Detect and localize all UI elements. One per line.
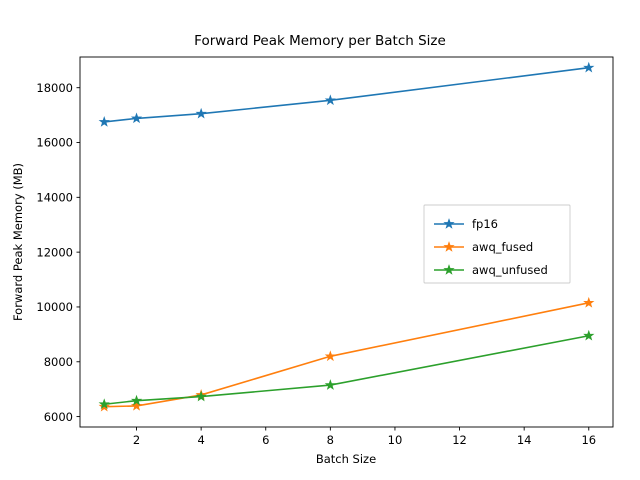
data-point-marker <box>98 398 110 410</box>
x-tick-label: 2 <box>133 433 140 447</box>
y-tick-label: 18000 <box>36 81 73 95</box>
series-awq_unfused <box>98 329 595 410</box>
x-axis-ticks: 2 4 6 8 10 12 14 16 <box>133 427 596 447</box>
axes-frame <box>79 56 614 428</box>
data-point-marker <box>324 350 336 362</box>
data-point-marker <box>324 94 336 106</box>
legend-label: awq_fused <box>472 240 533 254</box>
x-tick-label: 12 <box>452 433 467 447</box>
series-awq_fused <box>98 296 595 412</box>
data-point-marker <box>195 107 207 119</box>
legend-item-fp16[interactable]: fp16 <box>434 217 498 231</box>
y-axis-ticks: 6000 8000 10000 12000 14000 16000 18000 <box>36 81 80 424</box>
legend-swatch-marker <box>443 264 455 275</box>
y-tick-label: 8000 <box>44 355 73 369</box>
y-tick-label: 6000 <box>44 410 73 424</box>
legend-item-awq_unfused[interactable]: awq_unfused <box>434 263 548 277</box>
y-axis-title: Forward Peak Memory (MB) <box>11 163 25 321</box>
y-tick-label: 10000 <box>36 300 73 314</box>
x-tick-label: 6 <box>262 433 269 447</box>
y-tick-label: 12000 <box>36 245 73 259</box>
x-axis-title: Batch Size <box>316 452 376 466</box>
data-point-marker <box>98 116 110 127</box>
series-line-awq_fused <box>104 302 589 408</box>
x-tick-label: 16 <box>581 433 596 447</box>
x-tick-label: 4 <box>197 433 204 447</box>
legend-label: awq_unfused <box>472 263 548 277</box>
x-tick-label: 10 <box>388 433 403 447</box>
series-line-awq_unfused <box>104 334 589 406</box>
legend-swatch-marker <box>443 218 455 229</box>
chart-title: Forward Peak Memory per Batch Size <box>194 33 446 49</box>
data-point-marker <box>583 329 595 341</box>
data-point-marker <box>324 379 336 390</box>
series-line-fp16 <box>104 66 589 123</box>
series-group <box>98 61 595 412</box>
chart-legend: fp16 awq_fused awq_unfused <box>423 204 571 284</box>
legend-item-awq_fused[interactable]: awq_fused <box>434 240 533 254</box>
data-point-marker <box>583 296 595 308</box>
x-tick-label: 14 <box>517 433 532 447</box>
data-point-marker <box>130 394 143 406</box>
data-point-marker <box>195 390 207 402</box>
y-tick-label: 14000 <box>36 191 73 205</box>
y-tick-label: 16000 <box>36 136 73 150</box>
legend-swatch-marker <box>443 241 455 252</box>
data-point-marker <box>130 399 143 411</box>
x-tick-label: 8 <box>327 433 334 447</box>
series-fp16 <box>98 61 595 127</box>
legend-label: fp16 <box>472 217 498 231</box>
data-point-marker <box>130 112 143 124</box>
data-point-marker <box>583 61 595 73</box>
